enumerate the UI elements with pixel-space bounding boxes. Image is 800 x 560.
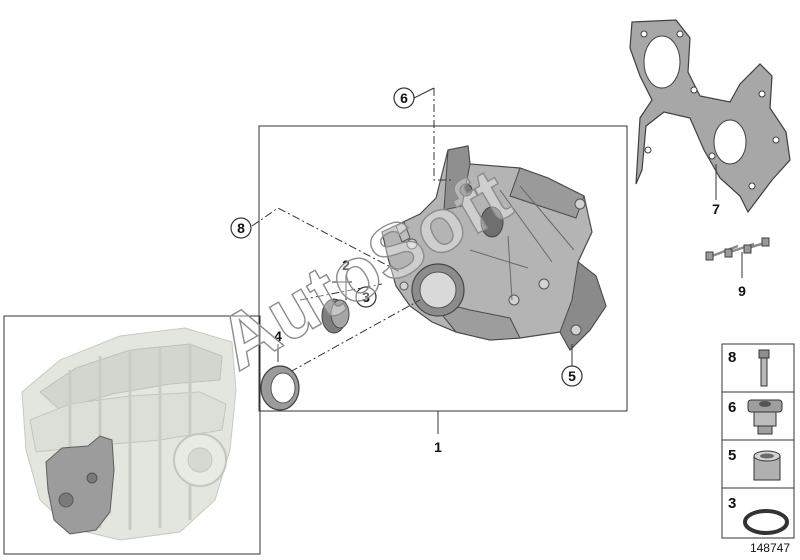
callout-2: 2 (342, 257, 350, 273)
callout-3: 3 (355, 286, 377, 308)
main-assembly-frame (258, 125, 628, 434)
callout-number: 8 (237, 220, 245, 236)
legend-item-o-ring: 3 (728, 495, 789, 535)
callout-5: 5 (561, 365, 583, 387)
parts-legend: 8 6 5 3 (721, 343, 795, 539)
timing-cover-highlight (45, 435, 115, 535)
callout-9: 9 (738, 283, 746, 299)
callout-number: 6 (400, 90, 408, 106)
radial-shaft-seal (321, 298, 350, 334)
legend-number: 3 (728, 495, 736, 512)
shaft-seal-ring (260, 365, 300, 411)
legend-number: 8 (728, 349, 736, 366)
timing-case-cover (381, 145, 607, 351)
diagram-id-number: 148747 (750, 541, 790, 555)
callout-4: 4 (274, 328, 282, 344)
sleeve-icon (753, 450, 781, 481)
timing-cover-gasket (629, 19, 791, 214)
engine-block-illustration (21, 327, 237, 541)
bolt-icon (758, 349, 770, 387)
callout-number: 5 (568, 368, 576, 384)
engine-overview-inset (3, 315, 261, 555)
legend-number: 6 (728, 399, 736, 416)
legend-item-sleeve: 5 (728, 447, 781, 481)
legend-item-plug: 6 (728, 399, 783, 435)
plug-icon (747, 399, 783, 435)
callout-1: 1 (434, 439, 442, 455)
o-ring-icon (743, 509, 789, 535)
callout-6: 6 (393, 87, 415, 109)
hex-bolts (705, 237, 770, 278)
callout-8: 8 (230, 217, 252, 239)
legend-number: 5 (728, 447, 736, 464)
callout-number: 3 (362, 289, 370, 305)
legend-item-bolt: 8 (728, 349, 770, 387)
callout-7: 7 (712, 201, 720, 217)
